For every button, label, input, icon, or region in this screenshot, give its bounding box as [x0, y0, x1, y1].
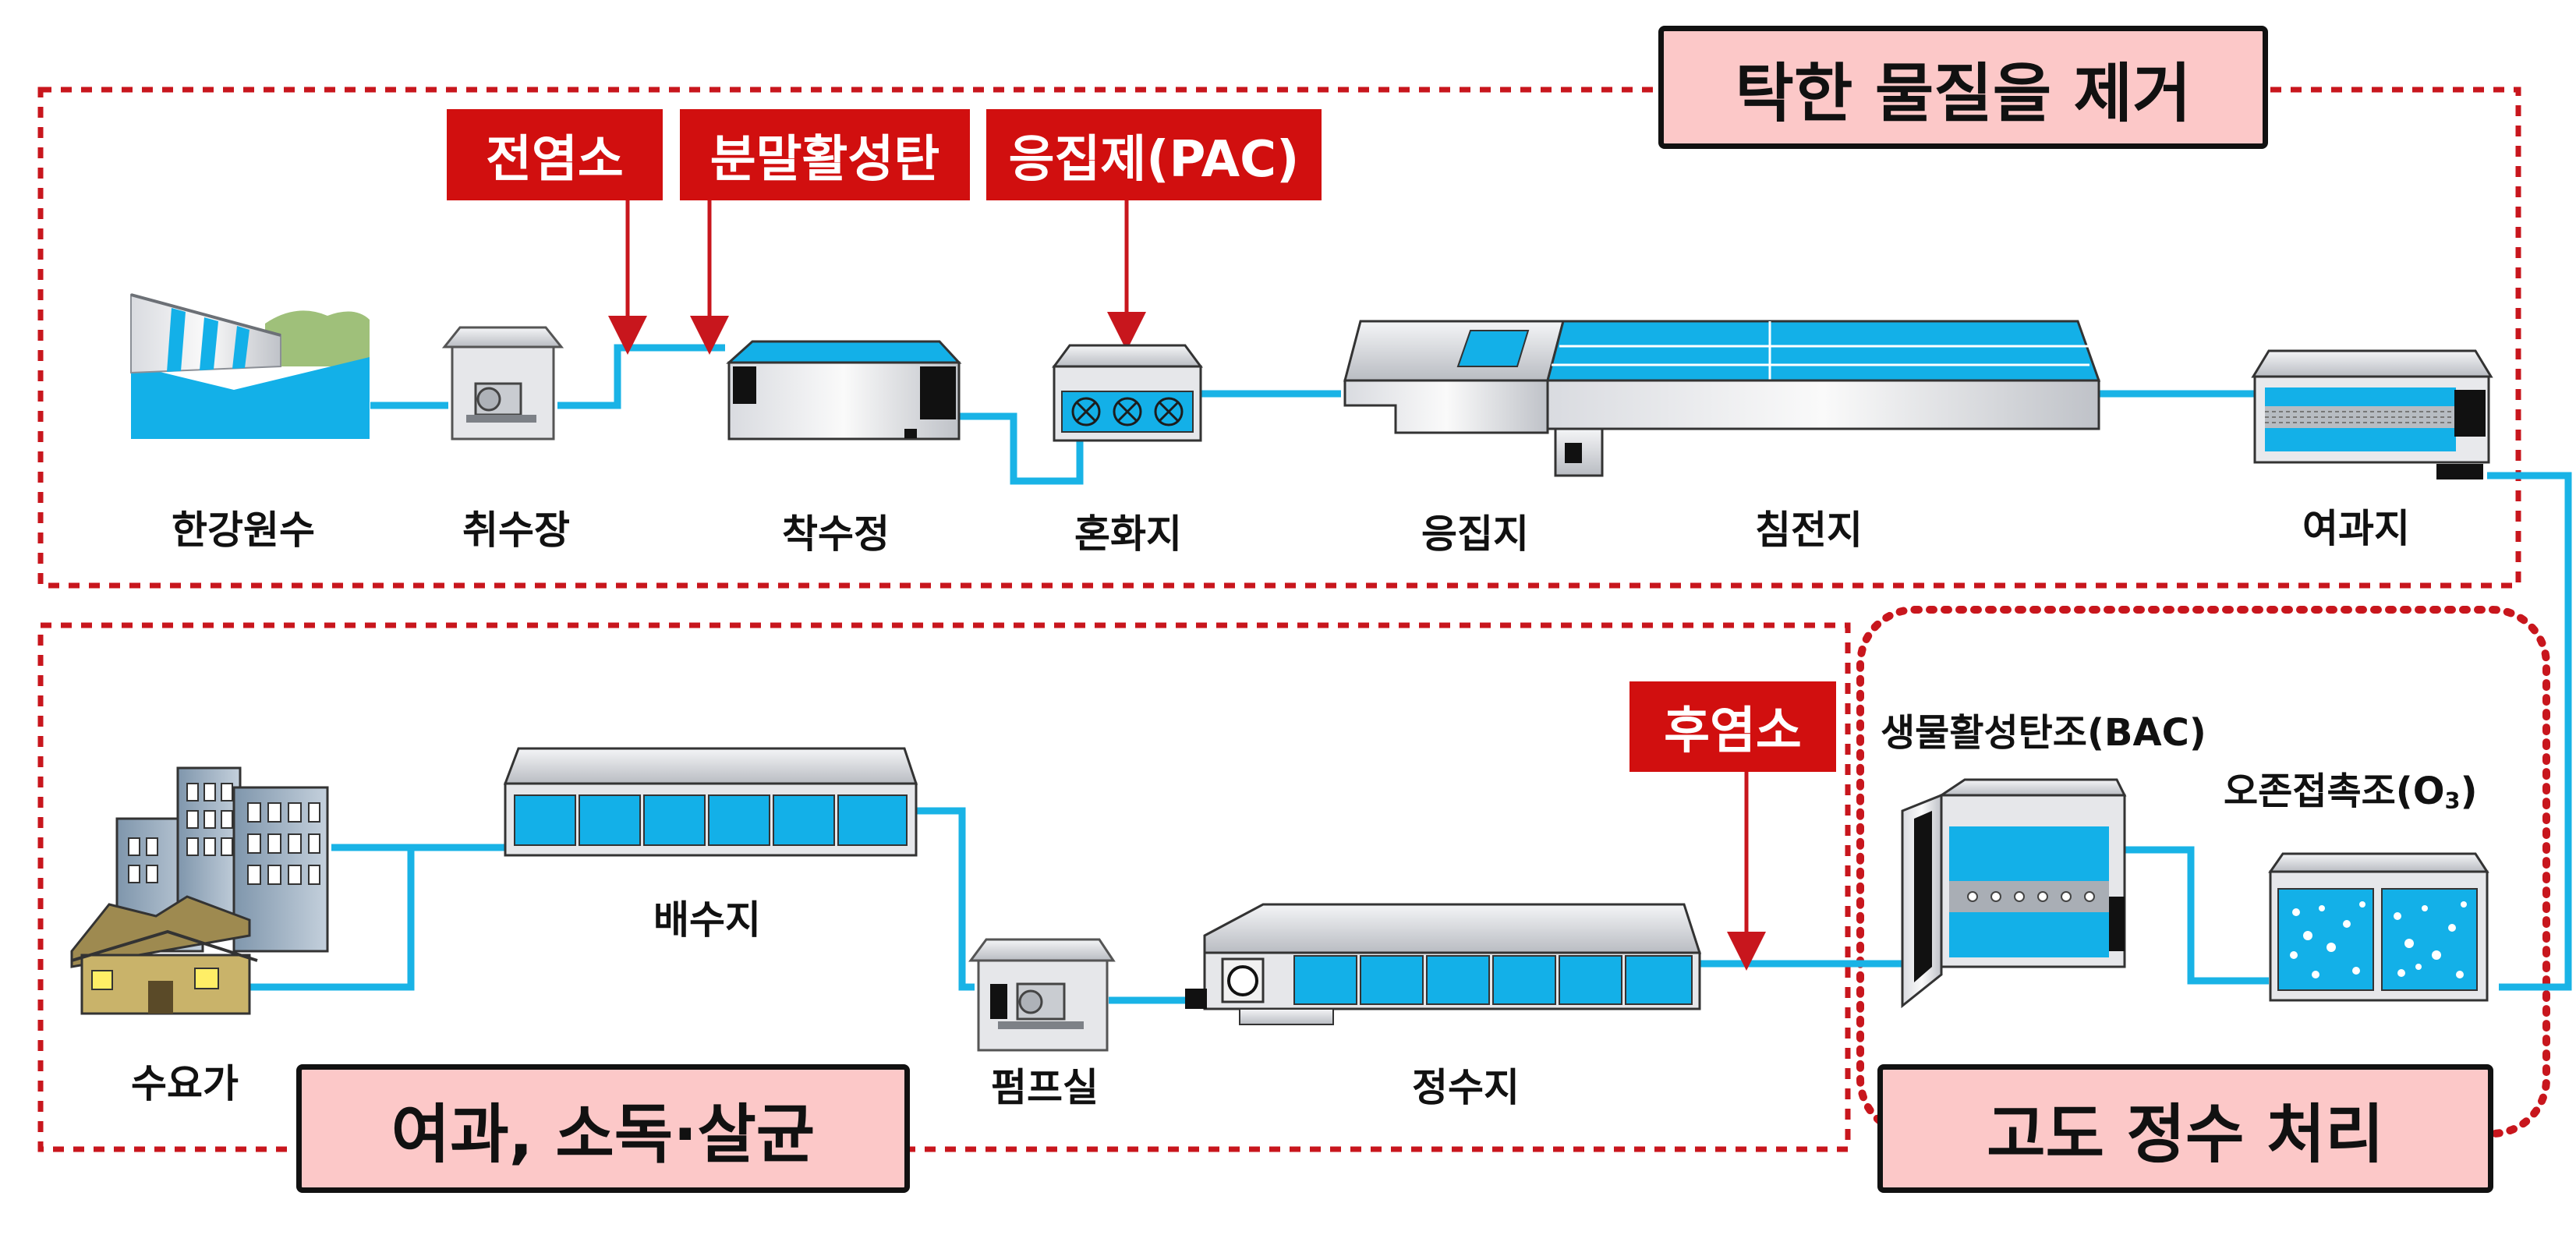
pipe-pump-to-reservoir	[916, 807, 975, 991]
label-intake: 취수장	[462, 508, 570, 553]
pipe-intake-to-well	[557, 344, 725, 409]
label-distribution-reservoir: 배수지	[653, 897, 761, 943]
pipes	[249, 344, 2572, 1004]
tag-post-chlorination: 후염소	[1629, 681, 1836, 772]
label-receiving-well: 착수정	[782, 511, 890, 557]
label-raw-water: 한강원수	[172, 508, 315, 553]
consumer-buildings-icon	[70, 766, 329, 1015]
dosing-arrows	[608, 199, 1766, 971]
label-ozone-contact: 오존접촉조(O3)	[2224, 768, 2478, 824]
tag-coagulant: 응집제(PAC)	[986, 109, 1322, 200]
zone-bottom-left-border	[37, 622, 1851, 1152]
tag-activated-carbon: 분말활성탄	[680, 109, 970, 200]
pipe-filter-down	[2487, 472, 2572, 991]
label-consumer: 수요가	[131, 1061, 239, 1106]
pipe-ozone-to-bac	[2125, 846, 2269, 985]
label-filter-basin: 여과지	[2302, 506, 2410, 551]
label-bac: 생물활성탄조(BAC)	[1881, 711, 2206, 755]
distribution-reservoir-icon	[503, 747, 918, 857]
flocculation-sedimentation-basin-icon	[1341, 316, 2101, 486]
label-ozone-text: 오존접촉조(O	[2224, 770, 2445, 813]
bac-basin-icon	[1901, 778, 2127, 1009]
clearwell-icon	[1185, 903, 1702, 1025]
filter-basin-icon	[2251, 349, 2493, 479]
label-flocculation-basin: 응집지	[1421, 511, 1529, 557]
label-ozone-subscript: 3	[2444, 787, 2461, 814]
ozone-contact-basin-icon	[2268, 852, 2489, 1002]
label-clearwell: 정수지	[1412, 1065, 1520, 1110]
label-sedimentation-basin: 침전지	[1755, 508, 1863, 553]
receiving-well-icon	[726, 340, 962, 441]
intake-pump-house-icon	[441, 326, 564, 441]
zone-title-filtration-disinfection: 여과, 소독·살균	[296, 1064, 910, 1193]
raw-water-dam-icon	[130, 285, 370, 439]
label-ozone-close: )	[2460, 770, 2478, 813]
mixing-basin-icon	[1052, 344, 1203, 442]
label-mixing-basin: 혼화지	[1074, 511, 1182, 557]
zone-top-border	[37, 87, 2521, 589]
pipe-well-to-mixing	[959, 412, 1084, 485]
pipe-reservoir-to-consumer-1	[249, 844, 505, 991]
zone-title-advanced-treatment: 고도 정수 처리	[1877, 1064, 2493, 1193]
tag-pre-chlorination: 전염소	[447, 109, 663, 200]
pump-room-icon	[968, 938, 1116, 1052]
zone-title-turbidity-removal: 탁한 물질을 제거	[1658, 26, 2268, 149]
label-pump-room: 펌프실	[991, 1065, 1099, 1110]
